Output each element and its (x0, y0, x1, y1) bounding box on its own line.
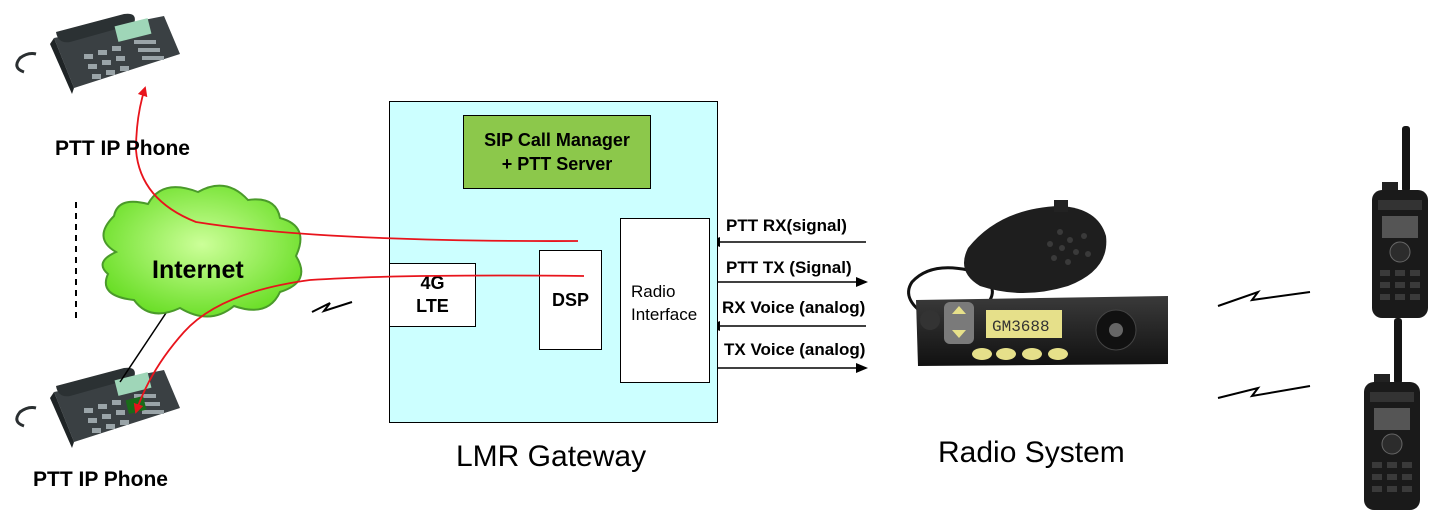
lte-box: 4G LTE (389, 263, 476, 327)
gateway-label: LMR Gateway (456, 440, 647, 473)
mobile-radio-icon: GM3688 (907, 200, 1168, 366)
dsp-label: DSP (551, 289, 589, 310)
dsp-box: DSP (539, 250, 602, 350)
radio-interface-line2: Interface (631, 305, 698, 324)
internet-label: Internet (152, 256, 244, 284)
radio-interface-label: Radio Interface (631, 280, 697, 326)
sip-line1: SIP Call Manager (484, 130, 630, 150)
cloud-icon (101, 184, 303, 318)
lte-line1: 4G (420, 273, 445, 293)
internet-link-line (119, 303, 173, 383)
rx-voice-label: RX Voice (analog) (722, 298, 866, 317)
sip-call-manager-box: SIP Call Manager + PTT Server (463, 115, 651, 189)
radio-system-label: Radio System (938, 436, 1125, 469)
handheld-radio-icon (1371, 125, 1429, 319)
ptt-rx-label: PTT RX(signal) (726, 216, 847, 235)
handheld-radio-icon (1363, 317, 1421, 511)
sip-line2: + PTT Server (501, 154, 613, 174)
radio-interface-line1: Radio (631, 282, 676, 301)
lte-line2: LTE (416, 296, 449, 316)
desk-phone-icon (15, 366, 182, 450)
svg-text:GM3688: GM3688 (992, 318, 1050, 336)
bottom-phone-label: PTT IP Phone (33, 468, 168, 491)
radio-interface-box: Radio Interface (620, 218, 710, 383)
top-phone-label: PTT IP Phone (55, 137, 190, 160)
ptt-tx-label: PTT TX (Signal) (726, 258, 852, 277)
tx-voice-label: TX Voice (analog) (724, 340, 866, 359)
desk-phone-icon (15, 12, 182, 96)
